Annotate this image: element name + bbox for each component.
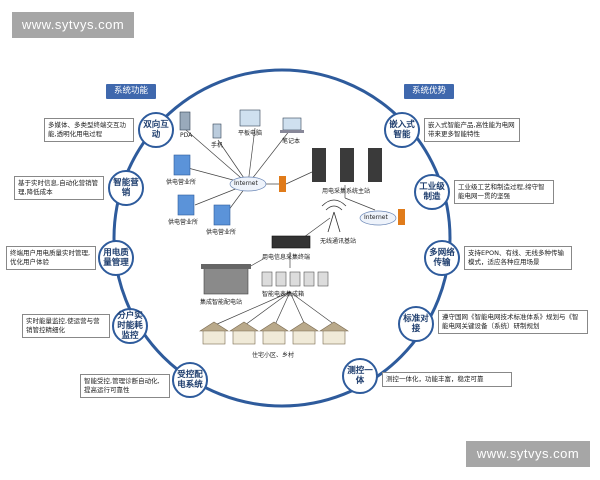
- node-network: 多网络传输: [424, 240, 460, 276]
- node-energy: 分户实时能耗监控: [112, 308, 148, 344]
- laptop-icon: [282, 117, 302, 131]
- internet-cloud-icon: [229, 176, 267, 192]
- house-icon: [198, 321, 350, 345]
- label-pda: PDA: [180, 132, 193, 139]
- firewall-icon: [279, 176, 286, 192]
- desc-marketing: 基于实时信息,自动化营销管理,降低成本: [14, 176, 104, 200]
- node-interaction: 双向互动: [138, 112, 174, 148]
- label-internet-1: Internet: [234, 180, 258, 187]
- terminal-icon: [271, 235, 311, 249]
- internet-cloud-icon: [359, 210, 397, 226]
- label-terminal: 用电信息采集终端: [262, 254, 311, 261]
- desc-network: 支持EPON、有线、无线多种传输模式，适应各种应用场景: [464, 246, 572, 270]
- desc-embedded: 嵌入式智能产品,高性能为电网带来更多智能特性: [424, 118, 520, 142]
- node-industrial: 工业级制造: [414, 174, 450, 210]
- label-substation: 集成智能配电站: [200, 299, 243, 306]
- node-embedded: 嵌入式智能: [384, 112, 420, 148]
- office-building-icon: [173, 154, 231, 226]
- pda-icon: [179, 111, 191, 131]
- desc-measure: 测控一体化，功能丰富，稳定可靠: [382, 372, 512, 387]
- label-internet-2: Internet: [364, 214, 388, 221]
- desc-interaction: 多媒体、多类型终端交互功能,透明化用电过程: [44, 118, 134, 142]
- node-marketing: 智能营销: [108, 170, 144, 206]
- wireless-tower-icon: [321, 199, 347, 233]
- node-standard: 标准对接: [398, 306, 434, 342]
- label-tablet: 平板电脑: [238, 130, 263, 137]
- label-residential: 住宅小区、乡村: [252, 352, 295, 359]
- system-ring: [112, 68, 452, 408]
- server-icon: [312, 148, 382, 182]
- desc-industrial: 工业级工艺和制造过程,缔守智能电网一贯的坚强: [454, 180, 554, 204]
- desc-energy: 实时能量监控,使运营与营销管控精细化: [22, 314, 110, 338]
- label-office-3: 供电营业所: [206, 229, 237, 236]
- label-master-station: 用电采集系统主站: [322, 188, 371, 195]
- right-section-header: 系统优势: [404, 84, 454, 99]
- meter-box-icon: [261, 271, 329, 287]
- label-office-2: 供电营业所: [168, 219, 199, 226]
- phone-icon: [212, 123, 222, 139]
- desc-standard: 遵守国网《智能电网技术标准体系》规划与《智能电网关键设备（系统）研制规划: [438, 310, 588, 334]
- label-office-1: 供电营业所: [166, 179, 197, 186]
- firewall-icon: [398, 209, 405, 225]
- tablet-icon: [239, 109, 261, 127]
- node-distribution: 受控配电系统: [172, 362, 208, 398]
- node-quality: 用电质量管理: [98, 240, 134, 276]
- watermark: www.sytvys.com: [12, 12, 134, 38]
- label-meter-box: 智能电表集成箱: [262, 291, 305, 298]
- node-measure: 测控一体: [342, 358, 378, 394]
- left-section-header: 系统功能: [106, 84, 156, 99]
- desc-distribution: 智能受控,管理诊断自动化,提高运行可靠性: [80, 374, 170, 398]
- desc-quality: 终端用户用电质量实时管理,优化用户体验: [6, 246, 96, 270]
- watermark: www.sytvys.com: [466, 441, 590, 467]
- label-phone: 手机: [211, 142, 224, 149]
- label-wireless: 无线通讯基站: [320, 238, 357, 245]
- substation-icon: [203, 267, 249, 295]
- label-laptop: 笔记本: [282, 138, 301, 145]
